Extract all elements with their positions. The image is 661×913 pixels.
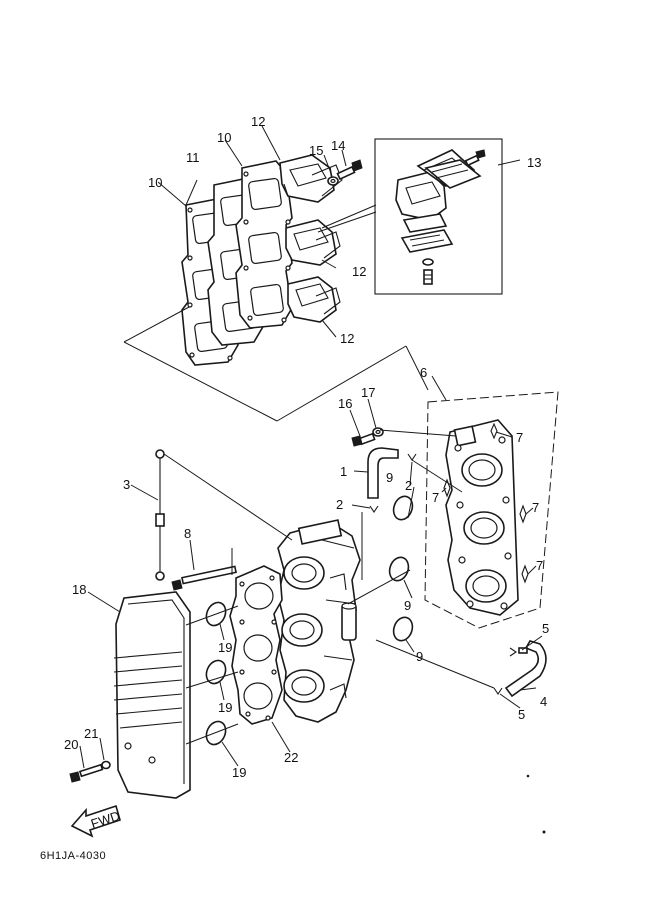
- bottom-group-leader-lines: [185, 512, 495, 745]
- callout-2: 2: [336, 497, 343, 512]
- callout-14: 14: [331, 138, 345, 153]
- callout-9: 9: [386, 470, 393, 485]
- callout-7: 7: [536, 558, 543, 573]
- reed-valve-gasket-inner: [235, 160, 293, 329]
- callout-6: 6: [420, 365, 427, 380]
- reed-bolt: [336, 159, 363, 181]
- fuel-hose-upper: [367, 447, 399, 499]
- callout-13: 13: [527, 155, 541, 170]
- callout-20: 20: [64, 737, 78, 752]
- callout-leaders: [79, 125, 543, 769]
- callout-19: 19: [218, 640, 232, 655]
- hose-clip-upper: [407, 453, 463, 493]
- top-group-leader-lines: [123, 204, 429, 422]
- manifold-washer: [372, 427, 384, 437]
- callout-12: 12: [251, 114, 265, 129]
- callout-21: 21: [84, 726, 98, 741]
- callout-7: 7: [532, 500, 539, 515]
- diagram-code: 6H1JA-4030: [40, 850, 107, 862]
- fwd-label: FWD: [89, 808, 122, 831]
- bolt-guide-line: [379, 429, 457, 437]
- callout-12: 12: [340, 331, 354, 346]
- reed-valve-assembly-top: [279, 154, 343, 203]
- reed-valve-detail-inset: [374, 138, 503, 295]
- callout-7: 7: [516, 430, 523, 445]
- reed-washer: [327, 176, 339, 186]
- callout-5: 5: [518, 707, 525, 722]
- callout-15: 15: [309, 143, 323, 158]
- callout-7: 7: [432, 490, 439, 505]
- fuel-hose-lower: [504, 640, 547, 698]
- hose-clip-5-lower: [493, 687, 503, 695]
- manifold-bolt: [351, 432, 376, 447]
- callout-22: 22: [284, 750, 298, 765]
- callout-10: 10: [217, 130, 231, 145]
- callout-19: 19: [218, 700, 232, 715]
- o-ring-lower: [392, 616, 414, 642]
- carburetor-gasket: [229, 565, 283, 725]
- callout-5: 5: [542, 621, 549, 636]
- o-ring-upper: [392, 495, 414, 521]
- manifold-dashed-boundary: [424, 391, 559, 629]
- callout-numbers: 10 11 10 12 15 14 13 12 12 6 17 16 7 1 9…: [64, 114, 549, 780]
- silencer-washer: [101, 760, 111, 770]
- callout-18: 18: [72, 582, 86, 597]
- intake-manifold: [445, 419, 519, 616]
- hose-clip-5-upper: [509, 647, 528, 657]
- callout-9: 9: [404, 598, 411, 613]
- callout-16: 16: [338, 396, 352, 411]
- forward-direction-arrow: FWD: [70, 804, 122, 838]
- callout-8: 8: [184, 526, 191, 541]
- callout-10: 10: [148, 175, 162, 190]
- callout-4: 4: [540, 694, 547, 709]
- callout-17: 17: [361, 385, 375, 400]
- scan-specks: [526, 774, 546, 834]
- long-bolt: [171, 565, 237, 591]
- callout-9: 9: [416, 649, 423, 664]
- reed-valve-assembly-middle: [285, 219, 341, 266]
- carburetor-body: [277, 519, 361, 723]
- callout-11: 11: [186, 150, 200, 165]
- callout-1: 1: [340, 464, 347, 479]
- throttle-link-rod: [155, 449, 293, 581]
- hose-clip-lower: [369, 505, 379, 513]
- callout-2: 2: [405, 478, 412, 493]
- silencer-o-ring-bottom: [205, 720, 227, 746]
- o-ring-middle: [388, 556, 410, 582]
- callout-3: 3: [123, 477, 130, 492]
- silencer-o-ring-middle: [205, 659, 227, 685]
- reed-valve-assembly-bottom: [287, 276, 341, 323]
- intake-silencer: [113, 591, 191, 799]
- callout-19: 19: [232, 765, 246, 780]
- callout-12: 12: [352, 264, 366, 279]
- silencer-bolt: [69, 763, 104, 783]
